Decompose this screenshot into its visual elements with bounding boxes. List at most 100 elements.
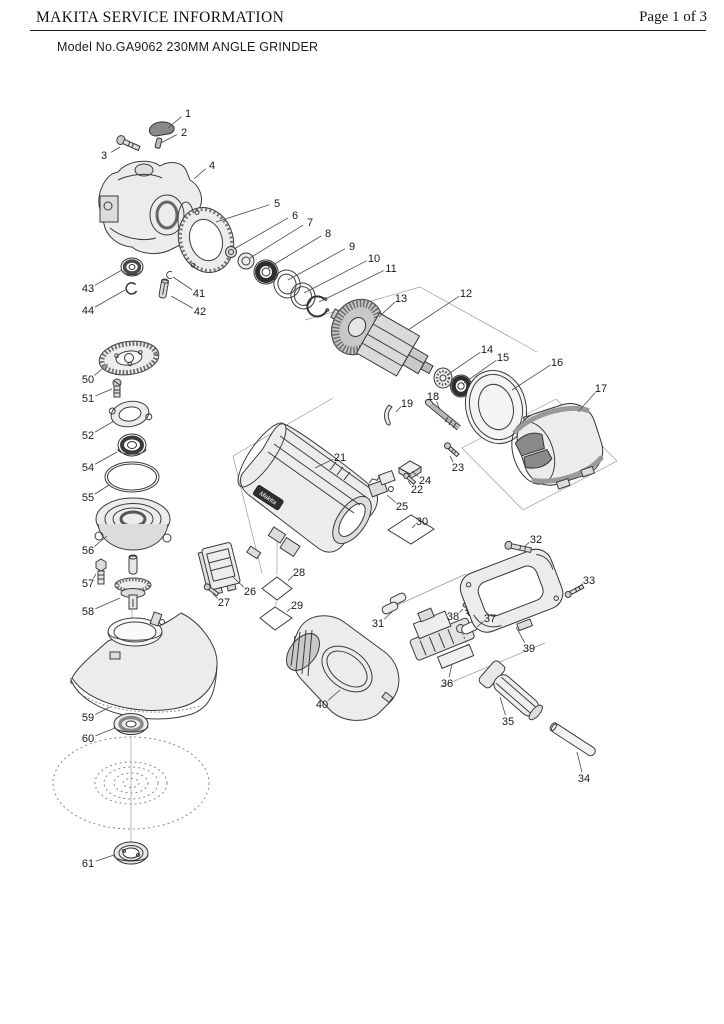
part-ball-bearing-43 [120,257,144,277]
leader-line-38 [459,608,464,613]
part-terminal-box [398,460,422,480]
part-snap-ring [306,295,330,318]
part-o-ring-41 [166,271,173,279]
part-callout-29: 29 [291,600,303,612]
part-callout-35: 35 [502,716,514,728]
leader-line-31 [383,610,394,620]
part-callout-43: 43 [82,283,94,295]
part-callout-10: 10 [368,253,380,265]
model-number-line: Model No.GA9062 230MM ANGLE GRINDER [57,40,319,54]
part-callout-40: 40 [316,699,328,711]
leader-line-3 [110,146,121,153]
leader-line-23 [449,455,454,463]
part-callout-34: 34 [578,773,590,785]
leader-line-13 [378,301,396,318]
leader-line-40 [328,689,341,701]
part-callout-13: 13 [395,293,407,305]
part-callout-23: 23 [452,462,464,474]
part-callout-18: 18 [427,391,439,403]
part-callout-41: 41 [193,288,205,300]
leader-line-2 [160,134,177,144]
part-pin-42 [158,278,170,299]
part-motor-housing: Makita [237,422,378,560]
leader-line-33 [577,583,583,589]
leader-line-36 [448,663,453,678]
part-name-plate [387,514,435,545]
part-ball-bearing-15 [450,374,472,398]
leader-line-34 [576,751,583,773]
leader-line-12 [407,295,460,331]
part-callout-37: 37 [484,613,496,625]
part-callout-15: 15 [497,352,509,364]
part-screw-51 [112,378,122,398]
leader-line-6 [233,217,289,250]
part-lever-screw [116,135,141,152]
part-callout-28: 28 [293,567,305,579]
leader-line-42 [170,295,194,309]
leader-line-5 [215,204,270,223]
leader-line-7 [249,224,304,259]
leader-line-16 [511,364,551,391]
part-screw-22 [403,472,417,485]
part-bolt-57 [95,558,107,585]
leader-line-1 [167,116,182,129]
leader-line-14 [446,351,481,376]
part-bearing-retainer-ring [177,207,235,273]
part-callout-1: 1 [185,108,191,120]
leader-line-61 [95,854,115,862]
part-callout-50: 50 [82,374,94,386]
part-grinding-wheel [52,736,210,830]
leader-line-58 [95,597,121,610]
leader-line-15 [463,360,497,384]
leader-line-52 [94,420,115,433]
part-callout-16: 16 [551,357,563,369]
part-callout-3: 3 [101,150,107,162]
part-callout-30: 30 [416,516,428,528]
part-grip-bar [549,722,596,757]
part-wheel-guard [70,611,218,720]
part-callout-38: 38 [447,611,459,623]
part-callout-11: 11 [385,263,396,275]
leader-line-60 [95,727,116,737]
part-stator [511,403,604,490]
leader-line-24 [411,470,419,477]
leader-line-8 [267,235,322,269]
leader-line-22 [407,480,412,486]
leader-line-51 [95,388,113,397]
page-title: MAKITA SERVICE INFORMATION [36,9,285,26]
part-callout-44: 44 [82,305,94,317]
part-lock-nut-61 [113,841,149,865]
part-spindle [114,554,152,610]
part-screw-23 [444,442,460,458]
part-ball-bearing-54 [117,433,147,457]
part-o-ring-55 [104,461,160,493]
leader-line-29 [286,608,291,613]
leader-line-43 [94,269,123,286]
part-callout-19: 19 [401,398,413,410]
part-callout-39: 39 [523,643,535,655]
leader-line-59 [95,706,111,715]
part-callout-31: 31 [372,618,384,630]
header-divider [30,30,706,31]
leader-line-37 [476,621,484,628]
leader-line-54 [94,451,118,465]
part-callout-42: 42 [194,306,206,318]
part-callout-17: 17 [595,383,607,395]
part-callout-7: 7 [307,217,313,229]
part-callout-61: 61 [82,858,94,870]
part-callout-8: 8 [325,228,331,240]
part-label-sheet-28 [261,576,293,601]
part-callout-60: 60 [82,733,94,745]
part-screw-27 [203,583,220,597]
leader-line-17 [577,392,596,413]
part-callout-27: 27 [218,597,230,609]
part-retainer-plate [108,400,153,428]
part-armature-core [355,312,434,377]
part-callout-52: 52 [82,430,94,442]
part-callout-36: 36 [441,678,453,690]
leader-line-9 [287,248,346,281]
part-callout-32: 32 [530,534,542,546]
leader-line-32 [523,542,530,548]
